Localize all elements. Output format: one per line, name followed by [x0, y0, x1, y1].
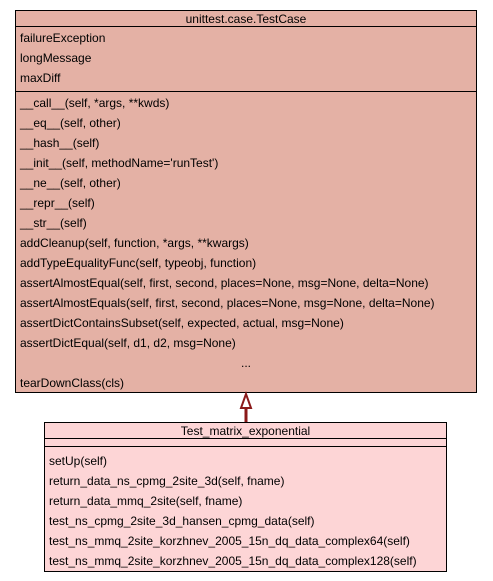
derived-class-methods: setUp(self) return_data_ns_cpmg_2site_3d… [45, 446, 446, 574]
method-item: assertDictEqual(self, d1, d2, msg=None) [20, 336, 236, 350]
method-item: __ne__(self, other) [20, 176, 121, 190]
base-class-name: unittest.case.TestCase [16, 11, 476, 27]
attribute-item: longMessage [20, 51, 92, 65]
more-methods-ellipsis: ... [240, 356, 251, 370]
attribute-item: maxDiff [20, 71, 61, 85]
method-item: __call__(self, *args, **kwds) [20, 96, 170, 110]
derived-class-box[interactable]: Test_matrix_exponential setUp(self) retu… [44, 422, 447, 572]
method-item: assertDictContainsSubset(self, expected,… [20, 316, 344, 330]
base-class-attributes: failureException longMessage maxDiff [16, 27, 476, 92]
method-item: __repr__(self) [20, 196, 95, 210]
method-item: return_data_mmq_2site(self, fname) [49, 494, 243, 508]
method-item: test_ns_mmq_2site_korzhnev_2005_15n_dq_d… [49, 554, 417, 568]
method-item: __hash__(self) [20, 136, 100, 150]
method-item: addCleanup(self, function, *args, **kwar… [20, 236, 249, 250]
method-item: __init__(self, methodName='runTest') [20, 156, 219, 170]
method-item: __str__(self) [20, 216, 87, 230]
method-item: test_ns_mmq_2site_korzhnev_2005_15n_dq_d… [49, 534, 410, 548]
base-class-box[interactable]: unittest.case.TestCase failureException … [15, 10, 477, 393]
method-item: assertAlmostEqual(self, first, second, p… [20, 276, 429, 290]
method-item: test_ns_cpmg_2site_3d_hansen_cpmg_data(s… [49, 514, 315, 528]
attribute-item: failureException [20, 31, 106, 45]
method-item: setUp(self) [49, 454, 108, 468]
derived-class-name: Test_matrix_exponential [45, 423, 446, 439]
base-class-methods: __call__(self, *args, **kwds) __eq__(sel… [16, 92, 476, 396]
method-item: addTypeEqualityFunc(self, typeobj, funct… [20, 256, 257, 270]
method-item: assertAlmostEquals(self, first, second, … [20, 296, 435, 310]
method-item: __eq__(self, other) [20, 116, 121, 130]
method-item: return_data_ns_cpmg_2site_3d(self, fname… [49, 474, 285, 488]
method-item: tearDownClass(cls) [20, 376, 125, 390]
inheritance-arrowhead [239, 391, 253, 409]
